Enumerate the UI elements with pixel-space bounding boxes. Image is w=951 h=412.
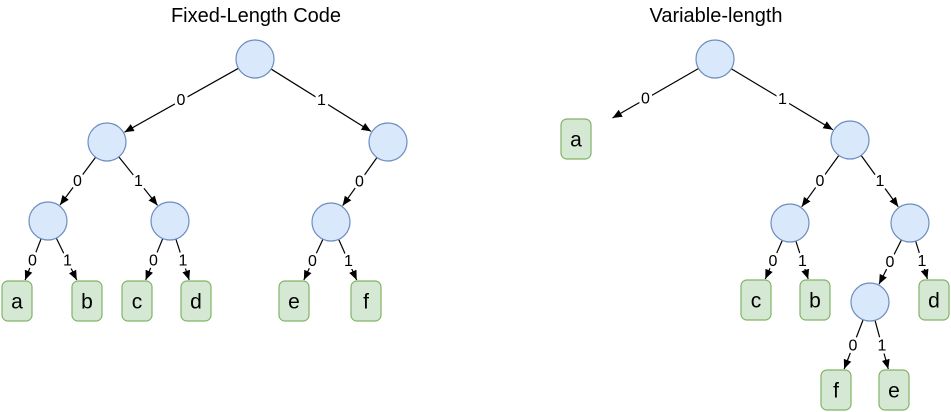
tree-edge-n01-d bbox=[175, 238, 191, 281]
leaf-label-d: d bbox=[928, 290, 940, 313]
leaf-label-c: c bbox=[751, 290, 762, 313]
tree-edge-n11-d bbox=[915, 240, 929, 280]
edge-label-n10-f: 1 bbox=[344, 253, 353, 270]
tree-edge-n10-b bbox=[795, 240, 810, 280]
internal-node-n1 bbox=[830, 120, 870, 160]
tree-edge-n10-e bbox=[303, 238, 324, 281]
tree-edge-root-n1 bbox=[730, 68, 834, 131]
internal-node-n10 bbox=[311, 202, 351, 242]
edge-label-root-n1: 1 bbox=[317, 92, 326, 109]
edge-label-n01-d: 1 bbox=[179, 253, 188, 270]
leaf-label-e: e bbox=[888, 380, 900, 403]
tree-edge-n1-n10 bbox=[342, 157, 378, 207]
leaf-label-d: d bbox=[190, 291, 202, 314]
edge-label-n01-c: 0 bbox=[149, 253, 158, 270]
tree-edge-n110-e bbox=[874, 320, 890, 370]
edge-label-n1-n11: 1 bbox=[876, 173, 885, 190]
tree-edge-n0-n00 bbox=[59, 156, 97, 206]
edge-label-n10-e: 0 bbox=[308, 253, 317, 270]
leaf-node-e bbox=[278, 280, 310, 322]
tree-edge-n10-c bbox=[764, 240, 783, 280]
leaf-node-d bbox=[180, 280, 212, 322]
leaf-node-f bbox=[350, 280, 382, 322]
edge-label-n00-b: 1 bbox=[63, 253, 72, 270]
fixed-length-tree: 0 1 0 1 0 0 1 0 1 0 1 a b c d e f bbox=[1, 39, 408, 322]
leaf-label-b: b bbox=[809, 290, 821, 313]
edge-label-n0-n01: 1 bbox=[134, 173, 143, 190]
tree-edge-root-n0 bbox=[124, 67, 239, 133]
leaf-label-c: c bbox=[132, 291, 143, 314]
edge-label-n110-e: 1 bbox=[878, 338, 887, 355]
edge-label-n1-n10: 0 bbox=[355, 174, 364, 191]
internal-node-root bbox=[235, 39, 275, 79]
edge-label-n11-n110: 0 bbox=[886, 254, 895, 271]
edge-label-n11-d: 1 bbox=[918, 253, 927, 270]
leaf-label-f: f bbox=[833, 380, 839, 403]
tree-edge-n1-n10 bbox=[801, 155, 840, 208]
leaf-node-e bbox=[878, 369, 910, 411]
tree-edge-n00-b bbox=[55, 237, 78, 281]
fixed-length-title: Fixed-Length Code bbox=[171, 5, 341, 27]
tree-edge-n11-n110 bbox=[878, 239, 902, 285]
internal-node-n0 bbox=[87, 122, 127, 162]
leaf-node-a bbox=[560, 118, 592, 160]
internal-node-root bbox=[695, 39, 735, 79]
leaf-node-c bbox=[740, 279, 772, 321]
edge-label-root-a: 0 bbox=[641, 91, 650, 108]
edge-label-n10-c: 0 bbox=[769, 253, 778, 270]
internal-node-n11 bbox=[890, 203, 930, 243]
internal-node-n110 bbox=[850, 282, 890, 322]
internal-node-n01 bbox=[150, 201, 190, 241]
leaf-label-f: f bbox=[363, 291, 369, 314]
leaf-label-b: b bbox=[81, 291, 93, 314]
leaf-label-e: e bbox=[288, 291, 300, 314]
edge-label-n110-f: 0 bbox=[849, 338, 858, 355]
edge-label-n1-n10: 0 bbox=[816, 173, 825, 190]
tree-edge-n10-f bbox=[338, 239, 358, 281]
leaf-label-a: a bbox=[570, 129, 582, 152]
edge-label-root-n1: 1 bbox=[778, 91, 787, 108]
leaf-node-a bbox=[1, 280, 33, 322]
leaf-node-b bbox=[799, 279, 831, 321]
tree-edge-root-n1 bbox=[270, 68, 372, 132]
edge-label-n00-a: 0 bbox=[28, 253, 37, 270]
leaf-node-d bbox=[918, 279, 950, 321]
tree-edge-n110-f bbox=[843, 319, 864, 370]
internal-node-n10 bbox=[770, 203, 810, 243]
edge-label-n0-n00: 0 bbox=[73, 173, 82, 190]
tree-edge-n0-n01 bbox=[118, 156, 158, 206]
internal-node-n00 bbox=[28, 201, 68, 241]
internal-node-n1 bbox=[368, 122, 408, 162]
variable-length-tree: 0 1 0 1 0 1 0 1 0 1 a c b d f e bbox=[560, 39, 950, 411]
edge-label-root-n0: 0 bbox=[177, 92, 186, 109]
leaf-label-a: a bbox=[11, 291, 23, 314]
tree-edge-n01-c bbox=[145, 238, 164, 281]
leaf-node-b bbox=[71, 280, 103, 322]
leaf-node-c bbox=[121, 280, 153, 322]
tree-edge-n1-n11 bbox=[860, 155, 899, 208]
edge-label-n10-b: 1 bbox=[798, 253, 807, 270]
tree-edge-root-a bbox=[612, 67, 699, 119]
tree-edge-n00-a bbox=[24, 238, 42, 281]
variable-length-title: Variable-length bbox=[649, 5, 782, 27]
leaf-node-f bbox=[820, 369, 852, 411]
